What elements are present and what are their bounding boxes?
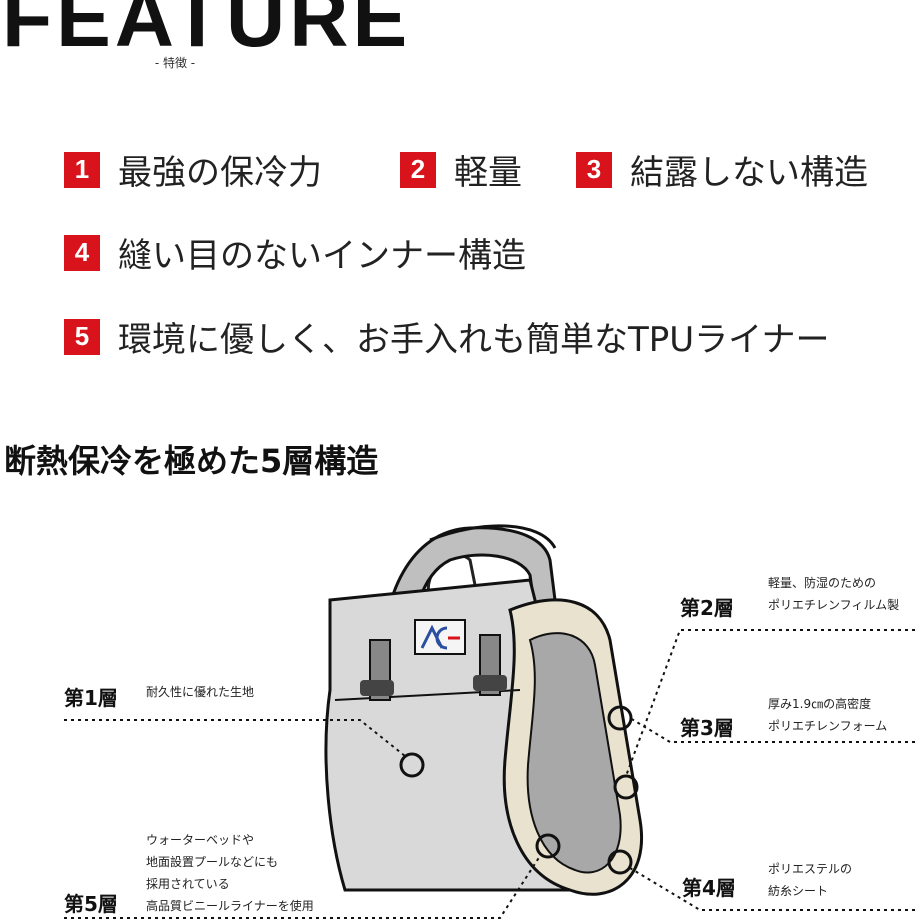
page-title: FEATURE — [2, 0, 412, 64]
layer-2-marker — [613, 774, 639, 800]
layer-5-name: 第5層 — [64, 892, 118, 916]
layer-2-desc: 軽量、防湿のための ポリエチレンフィルム製 — [768, 576, 900, 612]
layer-4-name: 第4層 — [682, 876, 736, 900]
layer-5-marker — [535, 833, 561, 859]
feature-number-badge: 5 — [64, 318, 100, 355]
layer-3-name: 第3層 — [680, 716, 734, 740]
layer-3-marker — [607, 705, 633, 731]
layer-2-name: 第2層 — [680, 596, 734, 620]
layer-1-name: 第1層 — [64, 686, 118, 710]
feature-item-5: 5 環境に優しく、お手入れも簡単なTPUライナー — [64, 312, 829, 361]
feature-item-3: 3 結露しない構造 — [576, 145, 868, 194]
feature-label: 縫い目のないインナー構造 — [118, 236, 526, 276]
layer-5-desc: ウォーターベッドや 地面設置プールなどにも 採用されている 高品質ビニールライナ… — [146, 833, 314, 913]
feature-item-4: 4 縫い目のないインナー構造 — [64, 228, 526, 277]
bag-illustration — [64, 524, 915, 919]
feature-label: 結露しない構造 — [630, 153, 868, 193]
feature-label: 環境に優しく、お手入れも簡単なTPUライナー — [118, 320, 830, 360]
layer-4-marker — [607, 849, 633, 875]
feature-number-badge: 3 — [576, 151, 612, 188]
layer-1-marker — [399, 752, 425, 778]
section-heading: 断熱保冷を極めた5層構造 — [4, 442, 379, 480]
feature-label: 軽量 — [454, 153, 522, 193]
page-subtitle: - 特徴 - — [154, 56, 196, 70]
layer-3-desc: 厚み1.9㎝の高密度 ポリエチレンフォーム — [768, 697, 888, 733]
layer-1-desc: 耐久性に優れた生地 — [146, 685, 255, 699]
feature-item-1: 1 最強の保冷力 — [64, 145, 322, 194]
feature-item-2: 2 軽量 — [400, 145, 522, 194]
feature-number-badge: 4 — [64, 234, 100, 271]
layer-4-desc: ポリエステルの 紡糸シート — [768, 862, 853, 898]
feature-number-badge: 2 — [400, 151, 436, 188]
feature-number-badge: 1 — [64, 151, 100, 188]
feature-label: 最強の保冷力 — [118, 153, 322, 193]
